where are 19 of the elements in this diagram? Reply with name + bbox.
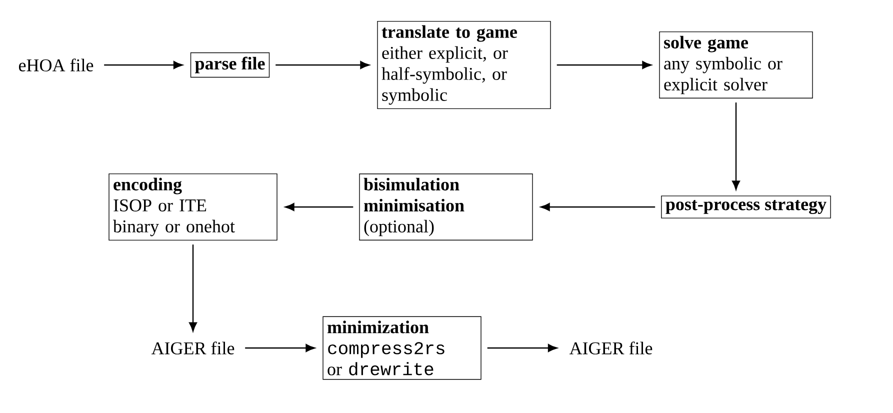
arrow <box>487 344 558 352</box>
file-label: AIGER file <box>151 342 234 354</box>
process-box: translate to game either explicit, or half-symbolic, or symbolic <box>377 20 551 110</box>
process-box: post-process strategy <box>661 196 831 218</box>
process-box: minimization compress2rs or drewrite <box>322 316 482 380</box>
process-box: encoding ISOP or ITE binary or onehot <box>108 173 278 241</box>
arrow <box>732 102 740 190</box>
process-box: parse file <box>190 52 270 78</box>
arrow <box>540 203 656 211</box>
arrow <box>245 344 315 352</box>
file-label: eHOA file <box>18 58 94 72</box>
arrow <box>556 61 652 69</box>
arrow <box>189 244 198 332</box>
arrow <box>276 61 370 69</box>
file-label: AIGER file <box>569 342 652 354</box>
arrow <box>104 61 183 69</box>
process-box: solve game any symbolic or explicit solver <box>659 31 813 98</box>
arrow <box>285 203 354 211</box>
process-box: bisimulation minimisation (optional) <box>359 174 533 240</box>
